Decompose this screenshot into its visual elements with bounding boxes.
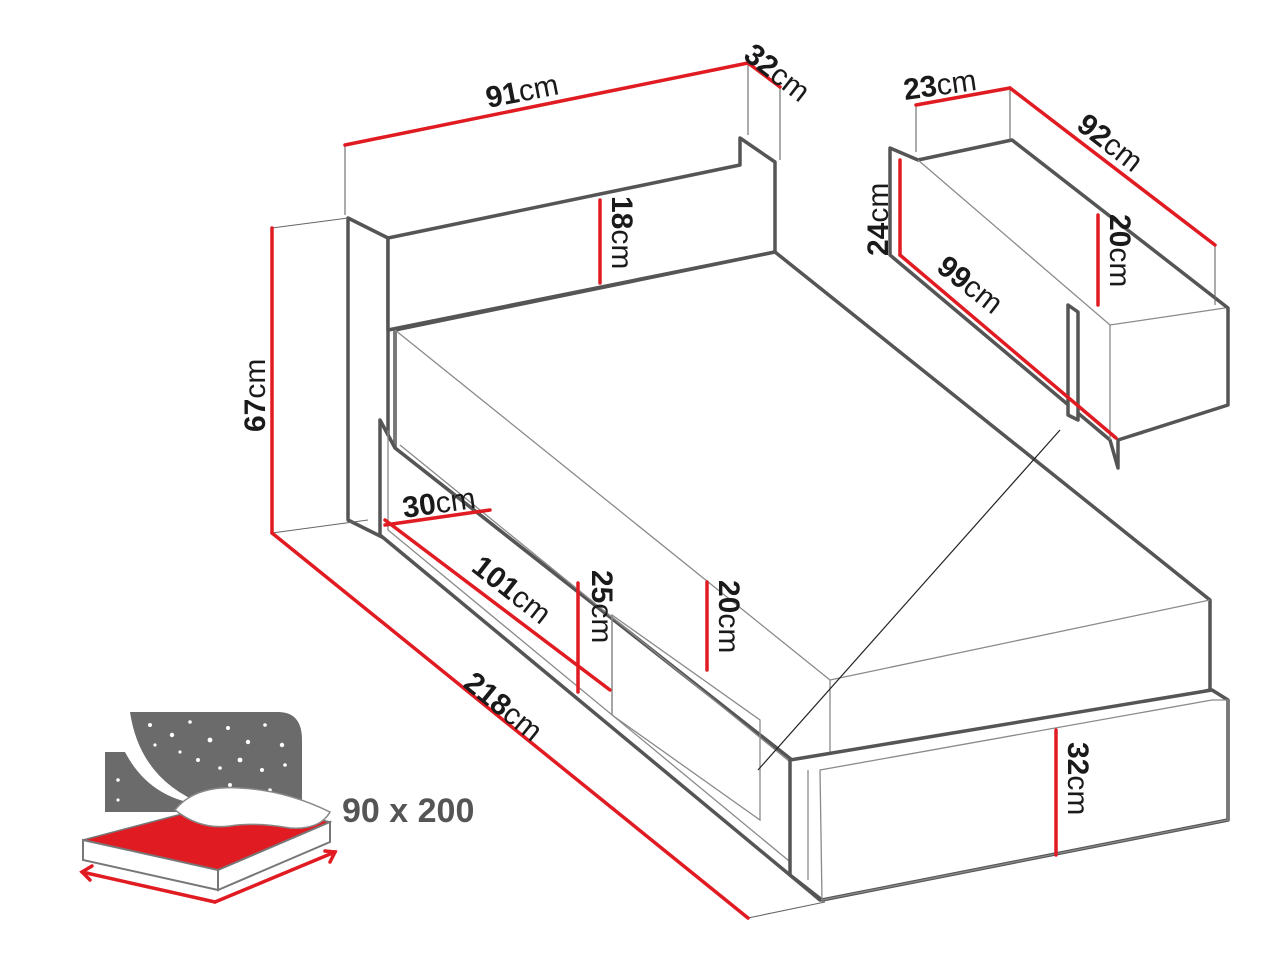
dim-drawer-length-side — [898, 253, 1118, 440]
mattress-corner-line — [829, 599, 1211, 681]
dim-total-length — [270, 531, 750, 920]
drawer-front-panel — [1066, 303, 1080, 422]
mattress-corner-line — [394, 329, 831, 681]
label-total-length: 218cm — [458, 666, 549, 748]
headboard-icon — [105, 712, 302, 812]
drawer-leader-line — [757, 429, 1061, 771]
moon-swoosh-icon — [125, 712, 205, 805]
footboard-front — [819, 699, 1229, 901]
dimension-lines — [270, 61, 1217, 920]
label-footboard-height: 32cm — [1061, 742, 1094, 815]
drawer-box — [888, 138, 1230, 470]
label-headboard-width: 91cm — [483, 68, 561, 114]
arrow-head-icon — [79, 864, 94, 882]
label-drawer-height: 25cm — [585, 570, 618, 643]
label-drawer-inner-height: 20cm — [1103, 214, 1136, 287]
mattress-end-icon — [217, 820, 331, 892]
drawer-drawing — [757, 138, 1230, 771]
mattress-size-icon: 90 x 200 — [79, 712, 474, 904]
extension-lines — [271, 60, 1216, 919]
dim-drawer-depth-top — [914, 86, 1012, 107]
dim-headboard-width — [343, 61, 750, 147]
base-inner-line — [387, 430, 801, 871]
dim-drawer-length — [383, 518, 612, 692]
label-mattress-height: 20cm — [712, 580, 745, 653]
label-drawer-depth-top: 23cm — [901, 64, 978, 107]
size-arrow-width — [80, 870, 217, 904]
headboard-panel — [386, 136, 777, 332]
pillow-icon — [173, 786, 332, 829]
size-arrow-length — [213, 850, 337, 904]
label-headboard-depth: 32cm — [738, 38, 816, 109]
dim-headboard-depth — [746, 61, 782, 89]
dim-drawer-length-top — [1008, 86, 1217, 247]
bed-drawing — [346, 136, 1230, 902]
label-drawer-depth: 30cm — [400, 482, 477, 525]
arrow-head-icon — [323, 849, 338, 864]
dim-drawer-depth — [383, 508, 492, 527]
mattress-size-label: 90 x 200 — [342, 792, 474, 830]
label-drawer-height-side: 24cm — [862, 183, 895, 256]
bed-side-panel — [346, 216, 390, 542]
label-total-height: 67cm — [239, 359, 272, 432]
label-headboard-height: 18cm — [605, 196, 638, 269]
